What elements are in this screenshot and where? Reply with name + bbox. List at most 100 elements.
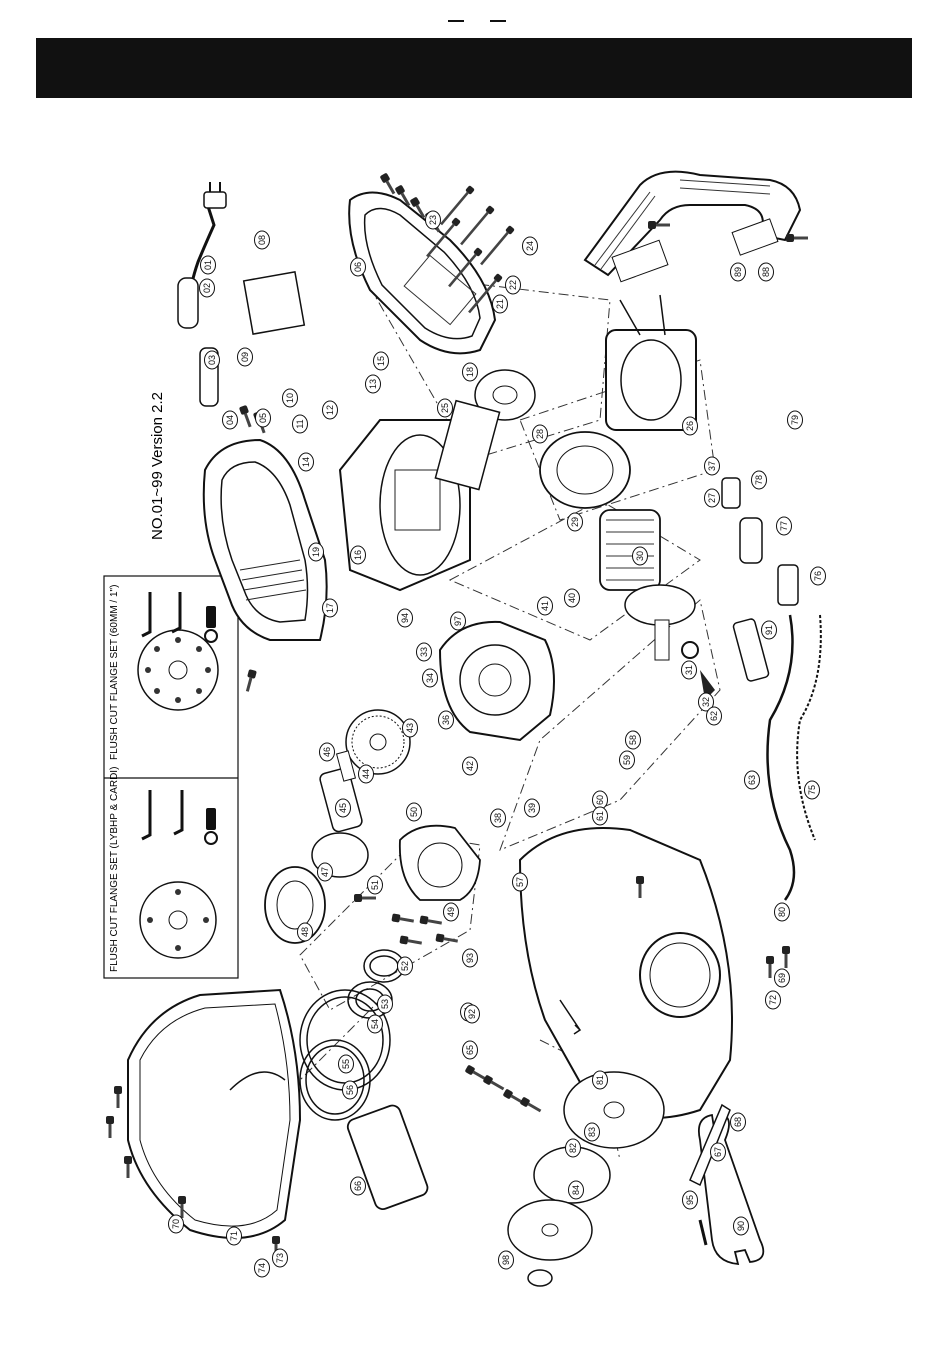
svg-text:98: 98 bbox=[501, 1255, 511, 1265]
svg-text:37: 37 bbox=[707, 461, 717, 471]
svg-text:58: 58 bbox=[628, 735, 638, 745]
svg-text:72: 72 bbox=[768, 995, 778, 1005]
part-callout-78: 78 bbox=[751, 470, 767, 490]
svg-text:27: 27 bbox=[707, 493, 717, 503]
svg-text:33: 33 bbox=[419, 647, 429, 657]
svg-text:88: 88 bbox=[761, 267, 771, 277]
svg-text:40: 40 bbox=[567, 593, 577, 603]
part-callout-02: 02 bbox=[199, 278, 215, 298]
part-callout-76: 76 bbox=[810, 566, 826, 586]
part-callout-98: 98 bbox=[498, 1250, 514, 1270]
svg-text:56: 56 bbox=[345, 1085, 355, 1095]
part-callout-22: 22 bbox=[505, 275, 521, 295]
svg-text:29: 29 bbox=[570, 517, 580, 527]
svg-text:61: 61 bbox=[595, 811, 605, 821]
svg-text:05: 05 bbox=[258, 413, 268, 423]
svg-text:66: 66 bbox=[353, 1181, 363, 1191]
svg-text:69: 69 bbox=[777, 973, 787, 983]
part-callout-18: 18 bbox=[462, 362, 478, 382]
part-callout-77: 77 bbox=[776, 516, 792, 536]
svg-text:32: 32 bbox=[701, 697, 711, 707]
motor-housing bbox=[338, 419, 471, 592]
svg-text:45: 45 bbox=[338, 803, 348, 813]
bearing-plate bbox=[398, 824, 481, 901]
part-callout-36: 36 bbox=[438, 710, 454, 730]
part-callout-60: 60 bbox=[592, 790, 608, 810]
part-callout-33: 33 bbox=[416, 642, 432, 662]
water-hose-assembly bbox=[721, 477, 822, 901]
plug bbox=[203, 191, 227, 209]
part-callout-12: 12 bbox=[322, 400, 338, 420]
lower-guard bbox=[346, 1104, 429, 1210]
svg-text:92: 92 bbox=[467, 1009, 477, 1019]
svg-text:08: 08 bbox=[257, 235, 267, 245]
svg-text:28: 28 bbox=[535, 429, 545, 439]
svg-text:09: 09 bbox=[240, 352, 250, 362]
svg-text:17: 17 bbox=[325, 603, 335, 613]
svg-text:13: 13 bbox=[368, 379, 378, 389]
water-tube bbox=[689, 1103, 731, 1187]
part-callout-50: 50 bbox=[406, 802, 422, 822]
svg-text:50: 50 bbox=[409, 807, 419, 817]
svg-text:74: 74 bbox=[257, 1263, 267, 1273]
svg-text:91: 91 bbox=[764, 625, 774, 635]
svg-text:82: 82 bbox=[568, 1143, 578, 1153]
svg-text:14: 14 bbox=[301, 457, 311, 467]
svg-text:48: 48 bbox=[300, 927, 310, 937]
svg-text:12: 12 bbox=[325, 405, 335, 415]
svg-text:31: 31 bbox=[684, 665, 694, 675]
bearing bbox=[264, 832, 369, 944]
part-callout-31: 31 bbox=[681, 660, 697, 680]
svg-text:79: 79 bbox=[790, 415, 800, 425]
svg-text:93: 93 bbox=[465, 953, 475, 963]
part-callout-88: 88 bbox=[758, 262, 774, 282]
part-callout-52: 52 bbox=[397, 956, 413, 976]
svg-text:63: 63 bbox=[747, 775, 757, 785]
gear-wheel bbox=[345, 709, 411, 775]
part-callout-17: 17 bbox=[322, 598, 338, 618]
version-note: NO.01~99 Version 2.2 bbox=[149, 392, 166, 540]
svg-text:65: 65 bbox=[465, 1045, 475, 1055]
svg-text:84: 84 bbox=[571, 1185, 581, 1195]
part-callout-27: 27 bbox=[704, 488, 720, 508]
svg-text:90: 90 bbox=[736, 1221, 746, 1231]
switch-box bbox=[242, 271, 306, 335]
svg-text:19: 19 bbox=[311, 547, 321, 557]
part-callout-72: 72 bbox=[765, 990, 781, 1010]
part-callout-73: 73 bbox=[272, 1248, 288, 1268]
armature bbox=[599, 509, 715, 700]
svg-text:47: 47 bbox=[320, 867, 330, 877]
part-callout-26: 26 bbox=[682, 416, 698, 436]
svg-text:21: 21 bbox=[495, 299, 505, 309]
svg-text:59: 59 bbox=[622, 755, 632, 765]
part-callout-93: 93 bbox=[462, 948, 478, 968]
svg-text:15: 15 bbox=[376, 356, 386, 366]
part-callout-62: 62 bbox=[706, 706, 722, 726]
part-callout-16: 16 bbox=[350, 545, 366, 565]
svg-text:55: 55 bbox=[341, 1059, 351, 1069]
part-callout-66: 66 bbox=[350, 1176, 366, 1196]
part-callout-47: 47 bbox=[317, 862, 333, 882]
svg-text:22: 22 bbox=[508, 280, 518, 290]
hex-key-right-2 bbox=[173, 790, 184, 836]
svg-text:52: 52 bbox=[400, 961, 410, 971]
part-callout-71: 71 bbox=[226, 1226, 242, 1246]
part-callout-57: 57 bbox=[512, 872, 528, 892]
svg-text:83: 83 bbox=[587, 1127, 597, 1137]
svg-text:43: 43 bbox=[405, 723, 415, 733]
svg-text:73: 73 bbox=[275, 1253, 285, 1263]
part-callout-55: 55 bbox=[338, 1054, 354, 1074]
part-callout-95: 95 bbox=[682, 1190, 698, 1210]
svg-text:23: 23 bbox=[428, 215, 438, 225]
main-blade-guard bbox=[518, 827, 733, 1119]
flange-set-title-right: FLUSH CUT FLANGE SET (LYBHP & CARDI) bbox=[109, 767, 120, 972]
svg-text:49: 49 bbox=[446, 907, 456, 917]
part-callout-92: 92 bbox=[464, 1004, 480, 1024]
svg-text:02: 02 bbox=[202, 283, 212, 293]
part-callout-37: 37 bbox=[704, 456, 720, 476]
part-callout-74: 74 bbox=[254, 1258, 270, 1278]
svg-text:18: 18 bbox=[465, 367, 475, 377]
bolt-right bbox=[206, 808, 216, 830]
